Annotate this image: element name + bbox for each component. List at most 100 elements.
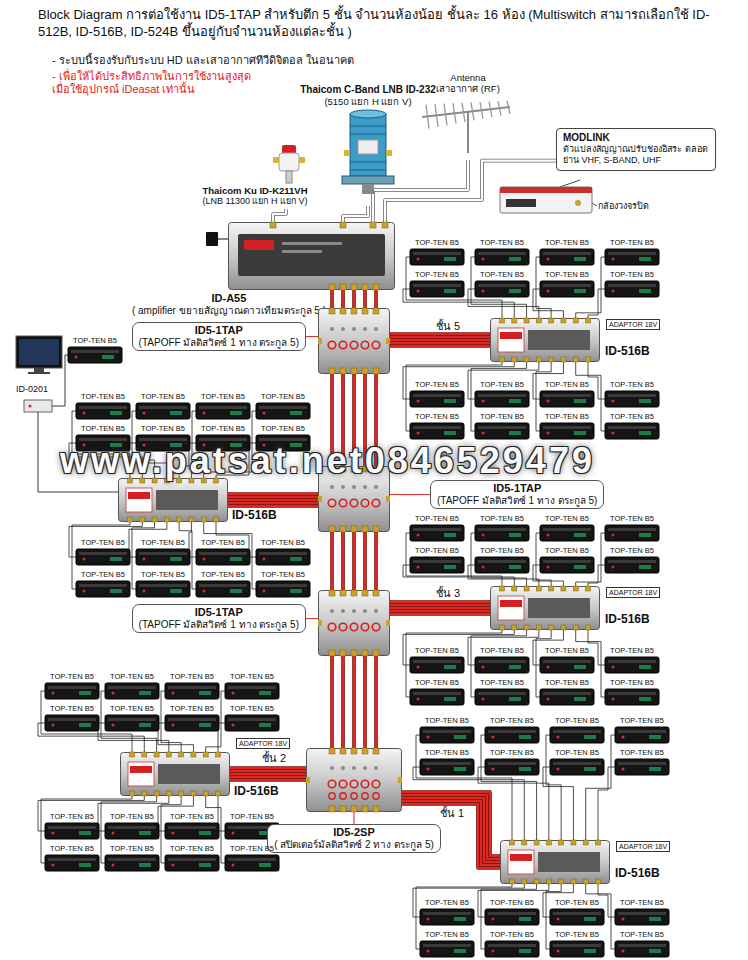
receivers (168, 826, 216, 829)
receivers (259, 863, 271, 867)
receivers (605, 249, 659, 265)
receivers (547, 534, 550, 537)
receivers (259, 552, 307, 555)
antenna-drawing (453, 103, 456, 123)
receivers (509, 665, 521, 669)
a55-drawing (340, 222, 346, 228)
sw-drawing (500, 318, 505, 323)
sw-drawing (214, 478, 219, 483)
receiver-label: TOP-TEN B5 (485, 716, 539, 725)
part-name: Antenna (450, 72, 485, 83)
receivers (615, 759, 669, 775)
receivers (639, 565, 651, 569)
tap-drawing (362, 368, 368, 374)
receivers (543, 252, 591, 255)
power-adaptor (206, 232, 228, 246)
receivers (105, 683, 159, 699)
tap-drawing (340, 308, 346, 314)
sw-drawing (586, 357, 591, 362)
receivers (612, 666, 615, 669)
receivers (639, 257, 651, 261)
receiver-label: TOP-TEN B5 (475, 546, 529, 555)
sw-drawing (203, 791, 208, 796)
modlink-body (500, 187, 592, 213)
receivers (547, 698, 550, 701)
sp-drawing (307, 749, 402, 812)
receivers (76, 549, 130, 565)
receivers (519, 949, 531, 953)
receivers (79, 584, 127, 587)
sw-drawing (508, 850, 534, 874)
receivers (79, 691, 91, 695)
trunk-cable (228, 504, 318, 508)
receivers (557, 950, 560, 953)
receivers (492, 950, 495, 953)
receivers (612, 698, 615, 701)
receiver-label: TOP-TEN B5 (410, 514, 464, 523)
receivers (557, 918, 560, 921)
label: - ระบบนี้รองรับกับระบบ HD และเสาอากาศทีว… (52, 54, 354, 67)
sw-drawing (561, 586, 566, 591)
sw-drawing (128, 478, 133, 483)
leader-line (306, 336, 318, 337)
sw-drawing (128, 517, 133, 522)
multiswitch: ID-516B (120, 752, 230, 796)
sp-drawing (373, 748, 379, 754)
receivers (48, 686, 96, 689)
sw-drawing (119, 479, 228, 522)
receivers (605, 423, 659, 439)
receivers (410, 557, 464, 573)
sw-drawing (573, 357, 578, 362)
trunk-cable (390, 344, 490, 348)
sw-drawing (128, 492, 150, 499)
receivers (485, 759, 539, 775)
receivers (553, 730, 601, 733)
feed-cable (343, 206, 368, 222)
receivers (550, 909, 604, 925)
sp-drawing (328, 780, 336, 788)
sp-drawing (374, 766, 378, 770)
tap-drawing (373, 526, 379, 532)
receivers (423, 762, 471, 765)
sp-drawing (339, 780, 347, 788)
sw-drawing (189, 478, 194, 483)
receivers (540, 423, 594, 439)
receiver-label: TOP-TEN B5 (420, 930, 474, 939)
receiver-label: TOP-TEN B5 (420, 898, 474, 907)
antenna-drawing (480, 102, 483, 119)
receivers (485, 909, 539, 925)
receivers (139, 438, 187, 441)
label: ชั้น 2 (262, 752, 286, 765)
sw-drawing (154, 791, 159, 796)
tap-drawing (386, 496, 390, 502)
coax-wires (72, 522, 130, 589)
trunk-cable (390, 601, 490, 603)
part-name: ID-516B (605, 612, 650, 626)
receivers (639, 289, 651, 293)
receivers (427, 768, 430, 771)
part-name: ID-516B (615, 866, 660, 880)
receiver-label: TOP-TEN B5 (68, 336, 122, 345)
sw-drawing (512, 357, 517, 362)
lnb-cband-drawing (350, 114, 386, 176)
receivers (79, 723, 91, 727)
receiver-label: TOP-TEN B5 (475, 238, 529, 247)
tap-drawing (362, 650, 368, 656)
part-name: Thaicom C-Band LNB ID-232 (300, 84, 436, 96)
receivers (488, 912, 536, 915)
receivers (550, 727, 604, 743)
receivers (639, 399, 651, 403)
receivers (478, 660, 526, 663)
receivers (228, 718, 276, 721)
receiver-label: TOP-TEN B5 (475, 678, 529, 687)
receivers (574, 257, 586, 261)
trunk-cable (390, 336, 490, 338)
receivers (475, 281, 529, 297)
leader-line (306, 618, 318, 619)
receivers (108, 826, 156, 829)
receivers (605, 657, 659, 673)
sw-drawing (571, 840, 576, 845)
trunk-cable (364, 656, 366, 748)
receiver-label: TOP-TEN B5 (225, 812, 279, 821)
sw-drawing (120, 752, 230, 796)
